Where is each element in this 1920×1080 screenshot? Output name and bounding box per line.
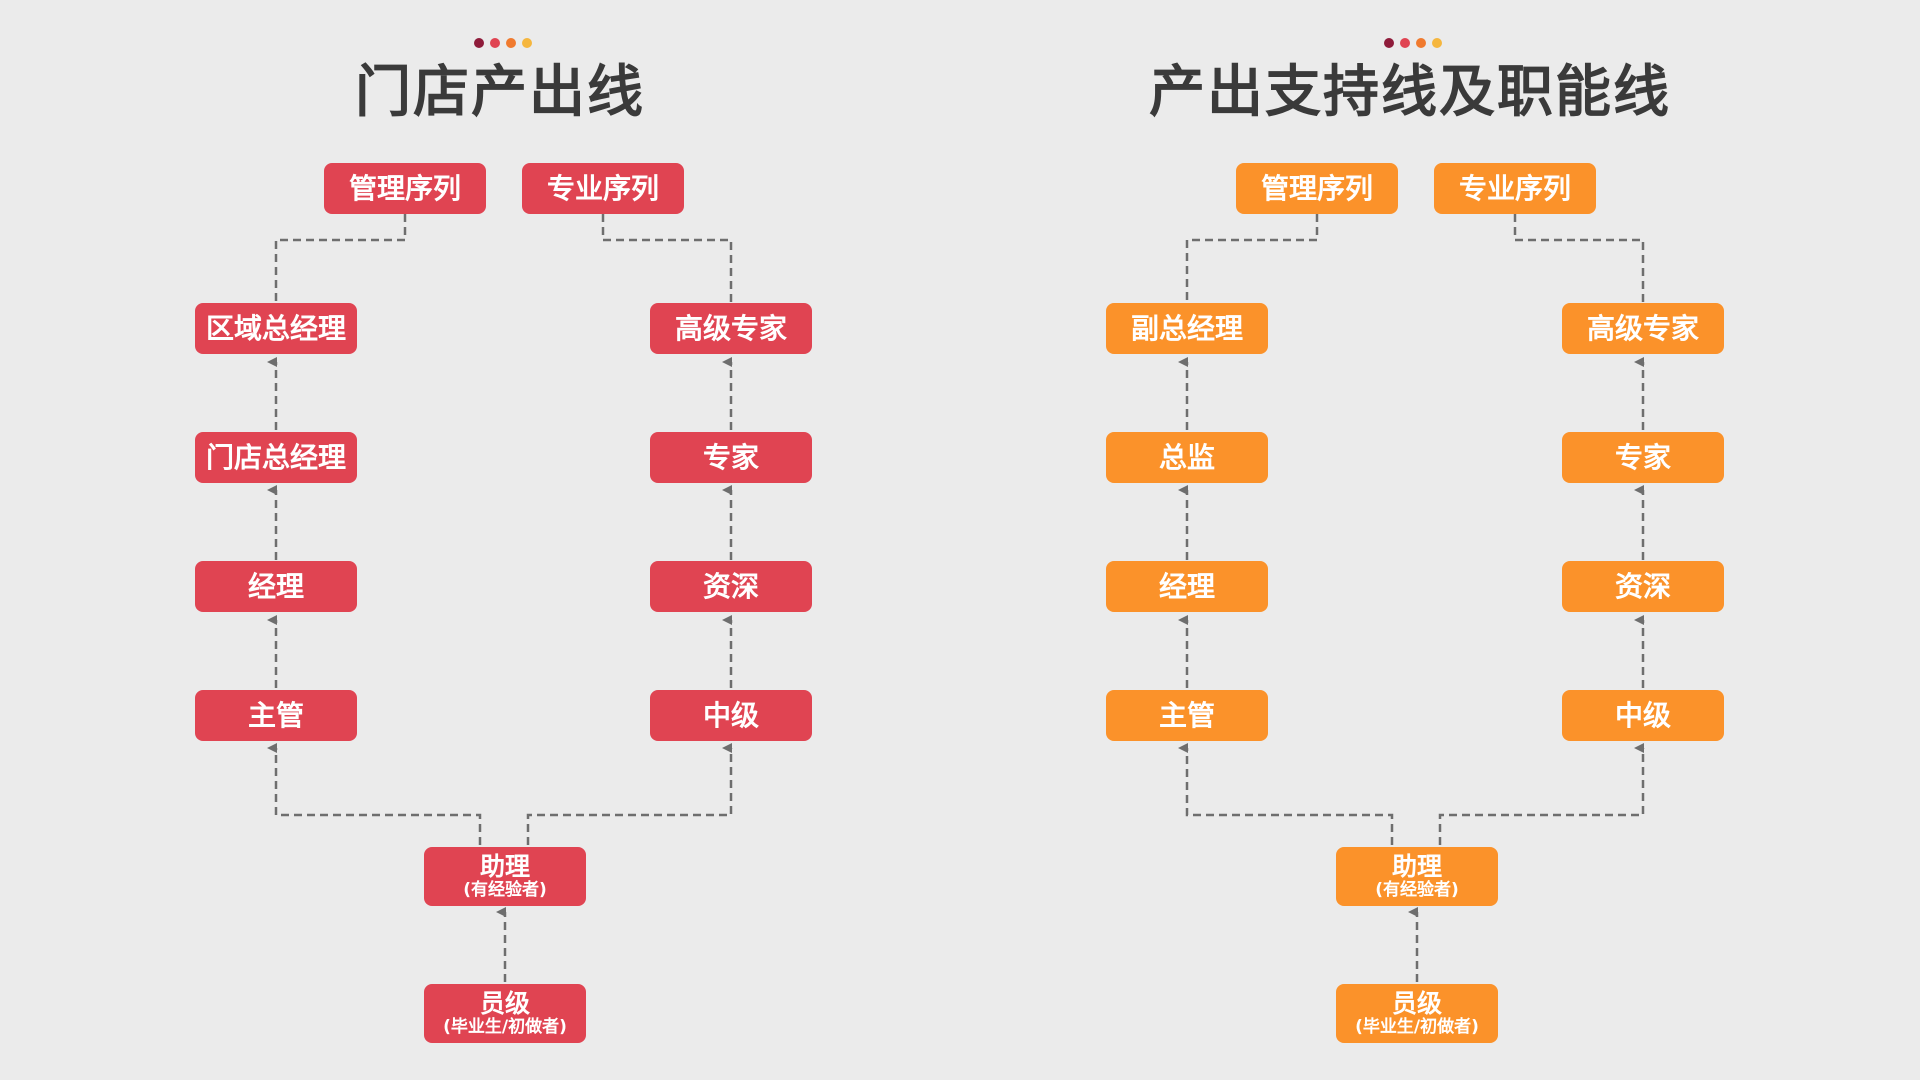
node-label: 高级专家 <box>1586 311 1699 345</box>
node-label: 中级 <box>1614 698 1671 732</box>
node-professional-series: 专业序列 <box>1434 163 1596 214</box>
node-senior-expert: 高级专家 <box>650 303 812 354</box>
dot-2 <box>1400 38 1410 48</box>
node-label: 高级专家 <box>674 311 787 345</box>
dot-3 <box>1416 38 1426 48</box>
node-note: (有经验者) <box>463 879 547 900</box>
node-deputy-general-manager: 副总经理 <box>1106 303 1268 354</box>
node-label: 专业序列 <box>546 171 659 205</box>
store-line-connectors <box>267 214 733 982</box>
store-line-panel: 门店产出线 管理序列 专业序列 区域总经理 门店总经理 经理 主管 高级专家 专… <box>195 38 812 1043</box>
node-senior: 资深 <box>650 561 812 612</box>
node-label: 专家 <box>702 440 759 474</box>
node-label: 专家 <box>1614 440 1671 474</box>
node-label: 经理 <box>247 569 304 603</box>
node-regional-general-manager: 区域总经理 <box>195 303 357 354</box>
node-intermediate: 中级 <box>650 690 812 741</box>
node-label: 门店总经理 <box>205 440 346 474</box>
dot-2 <box>490 38 500 48</box>
store-line-title: 门店产出线 <box>355 60 645 125</box>
dot-4 <box>1432 38 1442 48</box>
node-label: 主管 <box>1158 698 1215 732</box>
title-decoration-dots <box>474 38 532 48</box>
node-management-series: 管理序列 <box>324 163 486 214</box>
dot-3 <box>506 38 516 48</box>
node-label: 总监 <box>1158 440 1215 474</box>
dot-1 <box>1384 38 1394 48</box>
node-staff: 员级 (毕业生/初做者) <box>424 984 586 1043</box>
node-manager: 经理 <box>1106 561 1268 612</box>
node-label: 员级 <box>479 988 530 1018</box>
dot-4 <box>522 38 532 48</box>
node-supervisor: 主管 <box>195 690 357 741</box>
node-label: 中级 <box>702 698 759 732</box>
node-label: 主管 <box>247 698 304 732</box>
node-label: 管理序列 <box>1260 171 1373 205</box>
node-note: (有经验者) <box>1375 879 1459 900</box>
node-label: 副总经理 <box>1130 311 1243 345</box>
node-note: (毕业生/初做者) <box>443 1016 567 1037</box>
dot-1 <box>474 38 484 48</box>
node-expert: 专家 <box>1562 432 1724 483</box>
node-staff: 员级 (毕业生/初做者) <box>1336 984 1498 1043</box>
title-decoration-dots <box>1384 38 1442 48</box>
node-label: 经理 <box>1158 569 1215 603</box>
node-label: 资深 <box>702 569 759 603</box>
node-manager: 经理 <box>195 561 357 612</box>
support-line-panel: 产出支持线及职能线 管理序列 专业序列 副总经理 总监 经理 主管 高级专家 专… <box>960 0 1920 1080</box>
node-assistant: 助理 (有经验者) <box>424 847 586 906</box>
node-label: 资深 <box>1614 569 1671 603</box>
node-label: 区域总经理 <box>205 311 346 345</box>
node-assistant: 助理 (有经验者) <box>1336 847 1498 906</box>
node-note: (毕业生/初做者) <box>1355 1016 1479 1037</box>
node-store-general-manager: 门店总经理 <box>195 432 357 483</box>
node-senior: 资深 <box>1562 561 1724 612</box>
node-management-series: 管理序列 <box>1236 163 1398 214</box>
support-line-title: 产出支持线及职能线 <box>1149 60 1671 125</box>
node-supervisor: 主管 <box>1106 690 1268 741</box>
support-line-connectors <box>1178 214 1645 982</box>
node-label: 助理 <box>479 851 530 881</box>
node-expert: 专家 <box>650 432 812 483</box>
node-label: 专业序列 <box>1458 171 1571 205</box>
node-label: 助理 <box>1391 851 1442 881</box>
node-label: 员级 <box>1391 988 1442 1018</box>
node-professional-series: 专业序列 <box>522 163 684 214</box>
node-label: 管理序列 <box>348 171 461 205</box>
node-director: 总监 <box>1106 432 1268 483</box>
node-senior-expert: 高级专家 <box>1562 303 1724 354</box>
node-intermediate: 中级 <box>1562 690 1724 741</box>
